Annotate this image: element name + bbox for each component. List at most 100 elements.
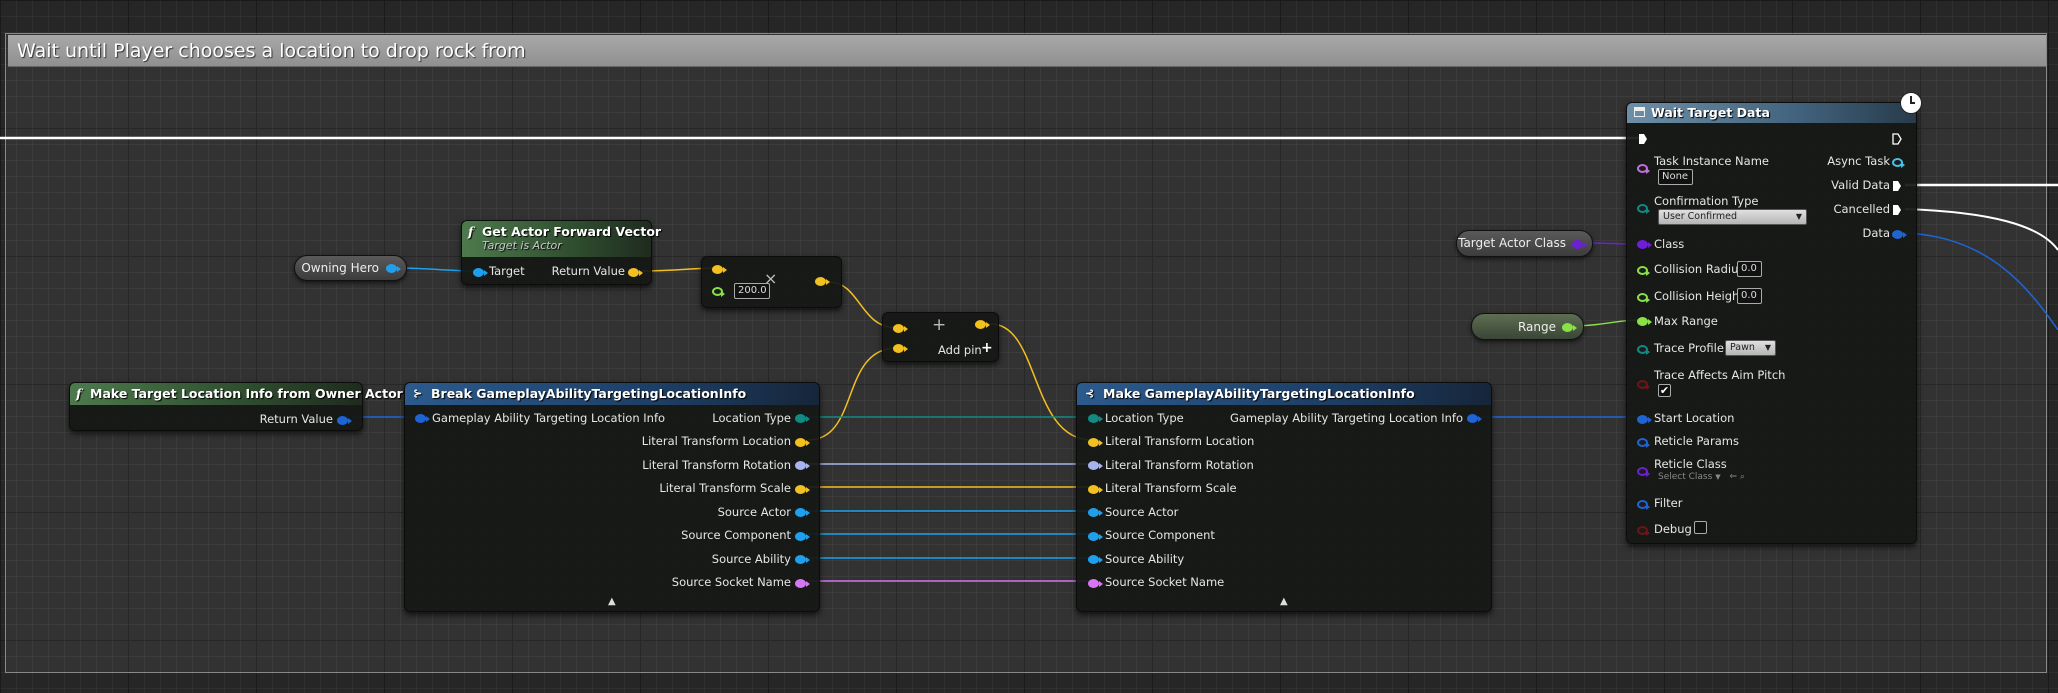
out-label-source-actor: Source Actor bbox=[717, 505, 791, 519]
out-label-literal-location: Literal Transform Location bbox=[641, 434, 791, 448]
multiply-b-pin[interactable] bbox=[712, 287, 725, 297]
trace-profile-dropdown[interactable]: Pawn ▼ bbox=[1725, 340, 1776, 356]
task-instance-name-field[interactable]: None bbox=[1658, 169, 1693, 185]
range-node[interactable]: Range bbox=[1471, 313, 1584, 340]
filter-pin[interactable] bbox=[1637, 500, 1650, 510]
out-pin-literal-location[interactable] bbox=[795, 438, 810, 447]
owning-hero-node[interactable]: Owning Hero bbox=[294, 255, 407, 281]
valid-data-label: Valid Data bbox=[1831, 178, 1890, 192]
exec-in-pin[interactable] bbox=[1638, 133, 1648, 145]
in-pin-literal-location[interactable] bbox=[1088, 438, 1103, 447]
out-pin-literal-rotation[interactable] bbox=[795, 461, 810, 470]
target-actor-class-node[interactable]: Target Actor Class bbox=[1456, 230, 1593, 257]
out-pin-location-type[interactable] bbox=[795, 414, 810, 423]
add-b-pin[interactable] bbox=[893, 344, 908, 353]
in-label-source-ability: Source Ability bbox=[1105, 552, 1185, 566]
max-range-pin[interactable] bbox=[1637, 317, 1652, 326]
multiply-out-pin[interactable] bbox=[815, 277, 830, 286]
cancelled-exec-pin[interactable] bbox=[1892, 204, 1902, 216]
trace-affects-aim-pitch-checkbox[interactable]: ✔ bbox=[1658, 384, 1671, 397]
debug-label: Debug bbox=[1654, 522, 1692, 536]
trace-affects-aim-pitch-pin[interactable] bbox=[1637, 380, 1650, 390]
collapse-arrow-icon[interactable]: ▲ bbox=[1280, 596, 1288, 607]
trace-profile-label: Trace Profile bbox=[1654, 341, 1724, 355]
in-label-literal-rotation: Literal Transform Rotation bbox=[1105, 458, 1254, 472]
reticle-params-pin[interactable] bbox=[1637, 438, 1650, 448]
break-location-info-node[interactable]: ⊱ Break GameplayAbilityTargetingLocation… bbox=[404, 382, 820, 612]
trace-profile-pin[interactable] bbox=[1637, 345, 1650, 355]
chevron-down-icon: ▼ bbox=[1795, 212, 1802, 221]
filter-label: Filter bbox=[1654, 496, 1683, 510]
out-pin-source-actor[interactable] bbox=[795, 508, 810, 517]
async-task-pin[interactable] bbox=[1892, 158, 1905, 168]
in-pin-literal-rotation[interactable] bbox=[1088, 461, 1103, 470]
node-title: Get Actor Forward Vector bbox=[482, 224, 662, 239]
collision-height-pin[interactable] bbox=[1637, 293, 1650, 303]
out-pin-literal-scale[interactable] bbox=[795, 485, 810, 494]
arrow-left-icon[interactable]: ⇐ bbox=[1729, 472, 1737, 482]
in-label-location-type: Location Type bbox=[1105, 411, 1184, 425]
reticle-class-pin[interactable] bbox=[1637, 467, 1650, 477]
in-pin-source-component[interactable] bbox=[1088, 532, 1103, 541]
confirmation-type-dropdown[interactable]: User Confirmed ▼ bbox=[1658, 209, 1807, 225]
multiply-node[interactable]: 200.0 × bbox=[701, 256, 842, 308]
return-value-pin[interactable] bbox=[337, 416, 352, 425]
out-pin-source-socket-name[interactable] bbox=[795, 579, 810, 588]
in-pin-location-type[interactable] bbox=[1088, 414, 1103, 423]
wait-target-data-node[interactable]: Wait Target Data Task Instance Name None… bbox=[1626, 92, 1922, 544]
reticle-class-dropdown[interactable]: Select Class ▼ ⇐ ⌕ bbox=[1658, 472, 1745, 482]
confirmation-type-pin[interactable] bbox=[1637, 204, 1650, 214]
multiply-value-field[interactable]: 200.0 bbox=[734, 283, 770, 299]
return-value-label: Return Value bbox=[551, 264, 625, 278]
in-pin-source-actor[interactable] bbox=[1088, 508, 1103, 517]
comment-title[interactable]: Wait until Player chooses a location to … bbox=[8, 35, 2046, 67]
clock-icon bbox=[1900, 92, 1922, 114]
in-pin-literal-scale[interactable] bbox=[1088, 485, 1103, 494]
out-label-source-socket-name: Source Socket Name bbox=[671, 575, 791, 589]
data-pin[interactable] bbox=[1892, 230, 1907, 239]
return-value-pin[interactable] bbox=[628, 268, 643, 277]
task-instance-name-pin[interactable] bbox=[1637, 164, 1650, 174]
multiply-a-pin[interactable] bbox=[712, 265, 727, 274]
add-pin-label[interactable]: Add pin bbox=[938, 343, 982, 357]
task-icon bbox=[1634, 107, 1645, 117]
out-pin-source-component[interactable] bbox=[795, 532, 810, 541]
collision-radius-pin[interactable] bbox=[1637, 266, 1650, 276]
input-pin[interactable] bbox=[415, 414, 430, 423]
owning-hero-pin[interactable] bbox=[386, 264, 401, 273]
collapse-arrow-icon[interactable]: ▲ bbox=[608, 596, 616, 607]
add-node[interactable]: + Add pin + bbox=[882, 312, 999, 362]
make-location-info-node[interactable]: ⊰ Make GameplayAbilityTargetingLocationI… bbox=[1076, 382, 1492, 612]
add-out-pin[interactable] bbox=[975, 320, 990, 329]
collision-height-field[interactable]: 0.0 bbox=[1737, 288, 1762, 304]
task-instance-name-label: Task Instance Name bbox=[1654, 154, 1769, 168]
max-range-label: Max Range bbox=[1654, 314, 1718, 328]
valid-data-exec-pin[interactable] bbox=[1892, 180, 1902, 192]
data-label: Data bbox=[1862, 226, 1890, 240]
exec-out-pin[interactable] bbox=[1892, 133, 1902, 145]
async-task-label: Async Task bbox=[1827, 154, 1890, 168]
range-pin[interactable] bbox=[1562, 323, 1577, 332]
in-label-literal-location: Literal Transform Location bbox=[1105, 434, 1255, 448]
debug-pin[interactable] bbox=[1637, 526, 1650, 536]
class-pin[interactable] bbox=[1637, 240, 1652, 249]
add-a-pin[interactable] bbox=[893, 324, 908, 333]
collision-radius-field[interactable]: 0.0 bbox=[1737, 261, 1762, 277]
debug-checkbox[interactable] bbox=[1694, 521, 1707, 534]
output-pin[interactable] bbox=[1467, 414, 1482, 423]
get-actor-forward-vector-node[interactable]: f Get Actor Forward Vector Target is Act… bbox=[461, 220, 662, 285]
collision-radius-label: Collision Radius bbox=[1654, 262, 1745, 276]
in-pin-source-socket-name[interactable] bbox=[1088, 579, 1103, 588]
search-icon[interactable]: ⌕ bbox=[1739, 472, 1745, 482]
cancelled-label: Cancelled bbox=[1833, 202, 1890, 216]
target-actor-class-pin[interactable] bbox=[1572, 240, 1587, 249]
add-pin-plus-icon[interactable]: + bbox=[981, 340, 993, 356]
target-pin[interactable] bbox=[473, 268, 488, 277]
out-label-source-ability: Source Ability bbox=[711, 552, 791, 566]
out-pin-source-ability[interactable] bbox=[795, 555, 810, 564]
make-target-location-node[interactable]: f Make Target Location Info from Owner A… bbox=[69, 382, 403, 431]
start-location-pin[interactable] bbox=[1637, 415, 1652, 424]
break-struct-icon: ⊱ bbox=[413, 387, 423, 400]
in-pin-source-ability[interactable] bbox=[1088, 555, 1103, 564]
target-actor-class-label: Target Actor Class bbox=[1458, 236, 1566, 250]
